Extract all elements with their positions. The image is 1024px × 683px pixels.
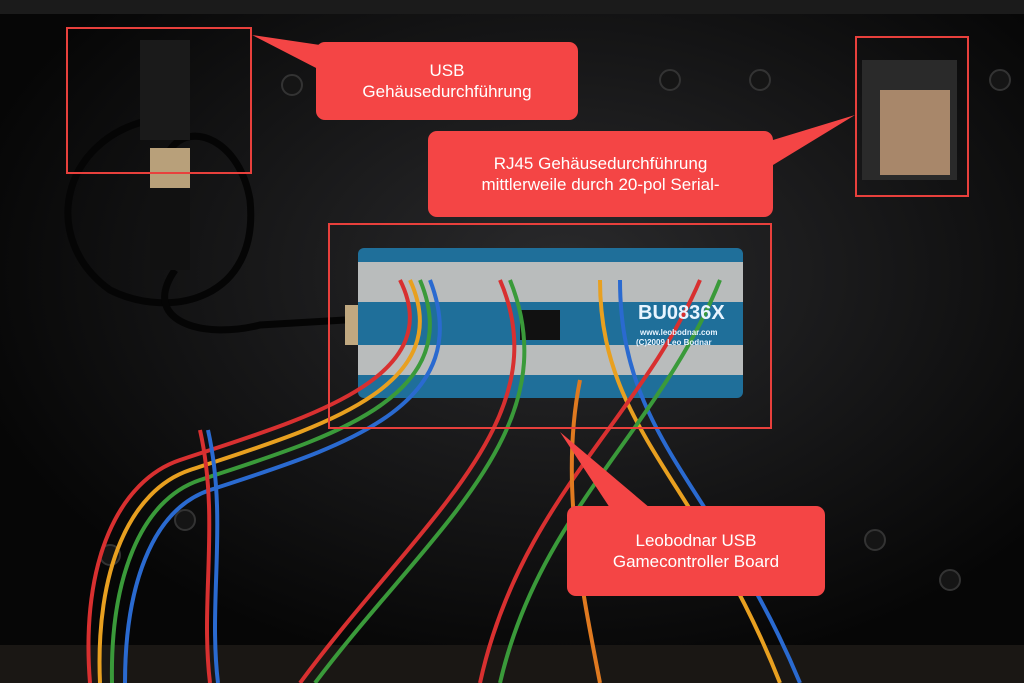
rj45-highlight-box <box>855 36 969 197</box>
rj45-callout: RJ45 Gehäusedurchführung mittlerweile du… <box>428 131 773 217</box>
board-callout-line2: Gamecontroller Board <box>612 552 780 571</box>
usb-connector <box>150 148 190 188</box>
board-highlight-box <box>328 223 772 429</box>
usb-callout-line1: USB <box>429 61 465 80</box>
board-model-label: BU0836X <box>638 302 725 324</box>
ribbon-wires <box>86 279 802 683</box>
board-url-label: www.leobodnar.com <box>640 328 718 337</box>
usb-cable <box>64 116 346 334</box>
usb-passthrough <box>140 40 190 140</box>
usb-callout: USB Gehäusedurchführung <box>316 42 578 120</box>
board-callout-line1: Leobodnar USB <box>635 531 757 550</box>
usb-callout-line2: Gehäusedurchführung <box>362 82 532 101</box>
callout-pointers <box>252 35 855 508</box>
usb-highlight-box <box>66 27 252 174</box>
board-copyright-label: (C)2009 Leo Bodnar <box>636 338 712 347</box>
rj45-callout-line2: mittlerweile durch 20-pol Serial- <box>481 175 720 194</box>
board-callout: Leobodnar USB Gamecontroller Board <box>567 506 825 596</box>
rj45-callout-line1: RJ45 Gehäusedurchführung <box>493 154 708 173</box>
